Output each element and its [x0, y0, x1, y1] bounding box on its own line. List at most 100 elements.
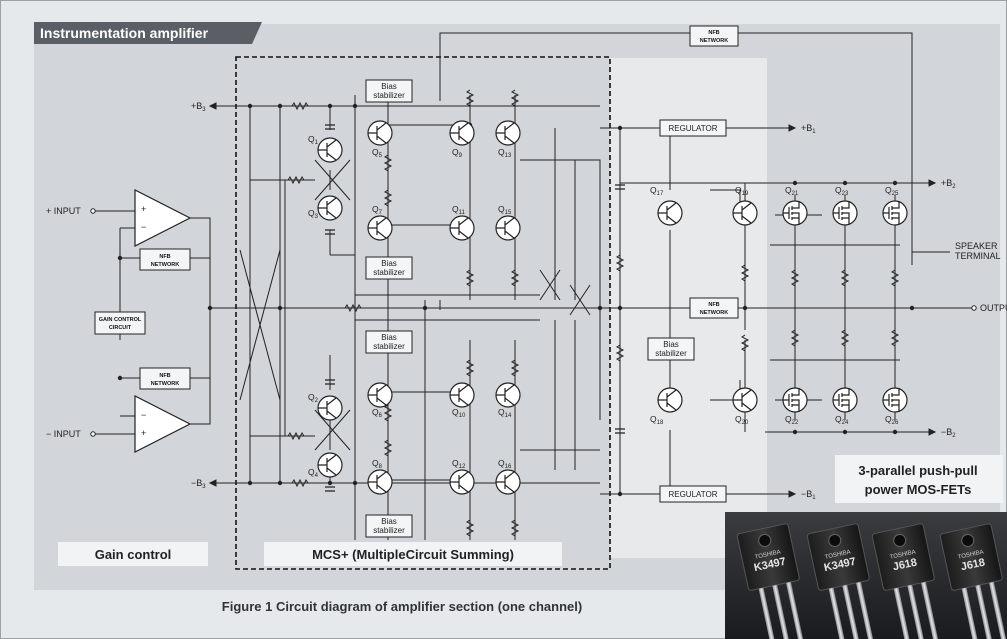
transistor-label-q14: Q14	[498, 407, 512, 419]
transistor-q2: Q2	[308, 392, 343, 421]
minus-input-terminal	[90, 431, 96, 437]
transistor-label-q9: Q9	[452, 147, 463, 159]
plus-input-label: + INPUT	[46, 206, 81, 216]
transistor-label-q3: Q3	[308, 208, 319, 220]
plus-b2-label: +B2	[941, 178, 956, 190]
mcs-label: MCS+ (MultipleCircuit Summing)	[312, 547, 514, 562]
minus-input-label: − INPUT	[46, 429, 81, 439]
bias-stabilizer-5: Bias stabilizer	[647, 337, 695, 361]
minus-b1-label: −B1	[801, 489, 816, 501]
svg-text:Bias: Bias	[663, 340, 679, 349]
svg-text:NETWORK: NETWORK	[700, 310, 728, 316]
transistor-q17: Q17	[650, 185, 683, 226]
svg-text:Bias: Bias	[381, 82, 397, 91]
mcs-label-box	[264, 542, 562, 566]
transistor-label-q13: Q13	[498, 147, 512, 159]
transistor-q19: Q19	[732, 185, 758, 226]
transistor-label-q22: Q22	[785, 414, 799, 426]
svg-text:stabilizer: stabilizer	[373, 91, 405, 100]
transistor-q23: Q23	[832, 185, 858, 226]
transistor-label-q19: Q19	[735, 185, 749, 197]
transistor-q20: Q20	[732, 387, 758, 426]
regulator-bottom: REGULATOR	[659, 485, 727, 503]
fets-label-line1: 3-parallel push-pull	[858, 463, 977, 478]
transistor-label-q18: Q18	[650, 414, 664, 426]
speaker-terminal-label-2: TERMINAL	[955, 251, 1001, 261]
plus-input-terminal	[90, 208, 96, 214]
transistor-q21: Q21	[782, 185, 808, 226]
bias-stabilizer-1: Bias stabilizer	[365, 79, 413, 103]
mosfet-brand-text: TOSHIBA	[824, 549, 851, 560]
transistor-label-q4: Q4	[308, 467, 319, 479]
opamp-upper	[134, 189, 192, 247]
transistor-q9: Q9	[449, 120, 475, 159]
mosfet-brand-text: TOSHIBA	[889, 549, 916, 560]
nfb-network-top: NFB NETWORK	[689, 25, 739, 47]
svg-text:Bias: Bias	[381, 259, 397, 268]
bias-stabilizer-2: Bias stabilizer	[365, 256, 413, 280]
transistor-label-q24: Q24	[835, 414, 849, 426]
mosfet-part-number: J618	[892, 556, 918, 573]
transistor-q14: Q14	[495, 382, 521, 419]
transistor-q22: Q22	[782, 387, 808, 426]
svg-text:NETWORK: NETWORK	[151, 262, 179, 268]
fets-label-line2: power MOS-FETs	[865, 482, 972, 497]
transistor-label-q23: Q23	[835, 185, 849, 197]
op-amps	[134, 189, 192, 453]
transistor-q13: Q13	[495, 120, 521, 159]
transistor-label-q1: Q1	[308, 134, 319, 146]
mosfet-chips: TOSHIBAK3497TOSHIBAK3497TOSHIBAJ618TOSHI…	[736, 523, 1007, 639]
resistors	[287, 89, 900, 537]
circuit-panel	[34, 24, 1000, 590]
figure-caption: Figure 1 Circuit diagram of amplifier se…	[222, 599, 582, 614]
opamp-upper-minus: −	[141, 222, 146, 232]
rail-arrows	[208, 102, 937, 498]
transistor-q1: Q1	[308, 134, 343, 163]
transistor-q16: Q16	[495, 458, 521, 495]
transistors: Q1Q2Q3Q4Q5Q6Q7Q8Q9Q10Q11Q12Q13Q14Q15Q16Q…	[308, 120, 908, 495]
transistor-q3: Q3	[308, 195, 343, 221]
transistor-q6: Q6	[367, 382, 393, 419]
transistor-q12: Q12	[449, 458, 475, 495]
mosfet-brand-text: TOSHIBA	[957, 549, 984, 560]
transistor-q18: Q18	[650, 387, 683, 426]
minus-b3-label: −B3	[191, 478, 206, 490]
output-terminal	[971, 305, 977, 311]
svg-text:REGULATOR: REGULATOR	[668, 124, 717, 133]
transistor-q7: Q7	[367, 204, 393, 241]
transistor-label-q10: Q10	[452, 407, 466, 419]
plus-b3-label: +B3	[191, 101, 206, 113]
bias-stabilizer-3: Bias stabilizer	[365, 330, 413, 354]
gain-control-label: Gain control	[95, 547, 172, 562]
fets-label-box	[835, 455, 1003, 503]
transistor-label-q21: Q21	[785, 185, 799, 197]
transistor-label-q12: Q12	[452, 458, 466, 470]
transistor-label-q7: Q7	[372, 204, 383, 216]
mosfet-part-number: J618	[960, 556, 986, 573]
svg-text:Bias: Bias	[381, 517, 397, 526]
transistor-q25: Q25	[882, 185, 908, 226]
svg-text:NFB: NFB	[708, 302, 719, 308]
transistor-label-q20: Q20	[735, 414, 749, 426]
svg-text:NFB: NFB	[159, 373, 170, 379]
transistor-label-q6: Q6	[372, 407, 383, 419]
transistor-q15: Q15	[495, 204, 521, 241]
nfb-network-lower: NFB NETWORK	[139, 367, 191, 390]
transistor-label-q17: Q17	[650, 185, 664, 197]
header-tab	[34, 22, 262, 44]
mosfet-photo: TOSHIBAK3497TOSHIBAK3497TOSHIBAJ618TOSHI…	[725, 512, 1007, 639]
transistor-q5: Q5	[367, 120, 393, 159]
transistor-q11: Q11	[449, 204, 475, 241]
output-label: OUTPUT	[980, 303, 1007, 313]
transistor-label-q11: Q11	[452, 204, 466, 216]
mcs-boundary	[235, 56, 611, 570]
svg-text:stabilizer: stabilizer	[373, 526, 405, 535]
svg-text:Bias: Bias	[381, 333, 397, 342]
nfb-network-upper: NFB NETWORK	[139, 248, 191, 271]
svg-text:NFB: NFB	[159, 254, 170, 260]
svg-text:stabilizer: stabilizer	[373, 342, 405, 351]
